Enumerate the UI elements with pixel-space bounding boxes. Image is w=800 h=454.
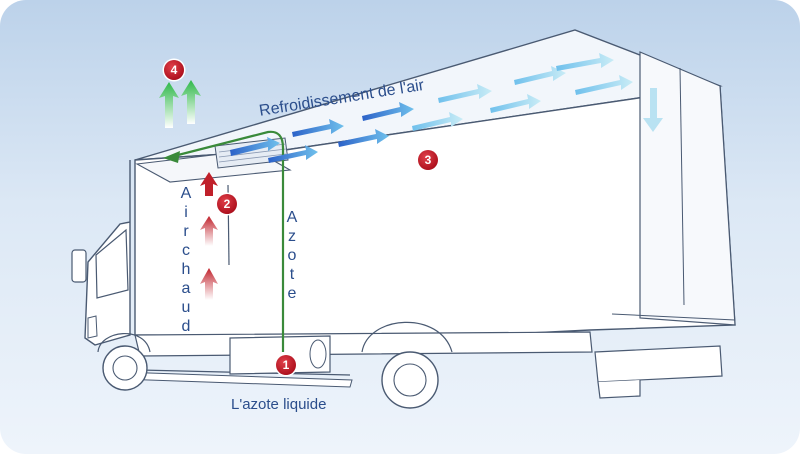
marker-1: 1 [276, 355, 296, 375]
front-wheel [102, 345, 148, 391]
chassis [134, 331, 593, 357]
exhaust-arrows [159, 80, 201, 128]
rear-wheel [381, 351, 439, 409]
nitrogen-pipe [177, 130, 285, 352]
box-rear-face [639, 51, 736, 326]
rear-bumper [594, 345, 723, 383]
cold-air-arrows [230, 53, 663, 163]
hot-air-arrows [200, 172, 218, 300]
marker-4: 4 [164, 60, 184, 80]
marker-3: 3 [418, 150, 438, 170]
marker-2: 2 [217, 194, 237, 214]
nitrogen-tank [229, 335, 331, 375]
liquid-nitrogen-label: L'azote liquide [231, 396, 327, 413]
